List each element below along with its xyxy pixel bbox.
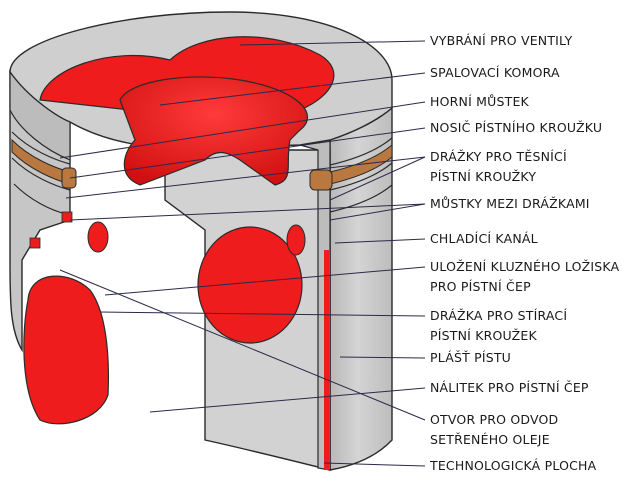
label-line: DRÁŽKA PRO STÍRACÍ bbox=[430, 308, 567, 323]
label-line: NOSIČ PÍSTNÍHO KROUŽKU bbox=[430, 120, 602, 135]
leader-nalitek bbox=[149, 387, 426, 413]
label-mustky: MŮSTKY MEZI DRÁŽKAMI bbox=[430, 196, 590, 211]
label-line: OTVOR PRO ODVOD bbox=[430, 412, 558, 427]
label-horni-mustek: HORNÍ MŮSTEK bbox=[430, 94, 530, 109]
oil-hole-left-2 bbox=[29, 237, 41, 249]
label-line: PÍSTNÍ KROUŽEK bbox=[430, 328, 538, 343]
cooling-channel-left bbox=[87, 221, 109, 253]
label-chladici: CHLADÍCÍ KANÁL bbox=[430, 231, 538, 246]
leader-mustky bbox=[329, 203, 426, 221]
ring-groove-right-2 bbox=[329, 162, 393, 191]
label-ulozeni: ULOŽENÍ KLUZNÉHO LOŽISKA PRO PÍSTNÍ ČEP bbox=[430, 259, 620, 294]
label-line: SPALOVACÍ KOMORA bbox=[430, 65, 560, 80]
oil-hole-left bbox=[61, 211, 73, 223]
leader-plast bbox=[339, 356, 426, 359]
label-spalovaci: SPALOVACÍ KOMORA bbox=[430, 65, 560, 80]
leader-horni-mustek bbox=[59, 101, 426, 159]
label-line: SETŘENÉHO OLEJE bbox=[430, 432, 550, 447]
leader-drazky-tesnici bbox=[65, 156, 426, 199]
label-otvor: OTVOR PRO ODVOD SETŘENÉHO OLEJE bbox=[430, 412, 558, 447]
leader-mustky bbox=[69, 203, 426, 221]
leader-drazky-tesnici bbox=[329, 156, 426, 201]
label-line: DRÁŽKY PRO TĚSNÍCÍ bbox=[430, 149, 567, 164]
ring-carrier-cut-left bbox=[61, 167, 77, 189]
leader-vybrani bbox=[239, 40, 426, 46]
label-technologicka: TECHNOLOGICKÁ PLOCHA bbox=[429, 458, 597, 473]
label-nalitek: NÁLITEK PRO PÍSTNÍ ČEP bbox=[430, 380, 589, 395]
leader-nosic bbox=[69, 127, 426, 179]
technological-surface bbox=[324, 250, 329, 470]
label-line: PLÁŠŤ PÍSTU bbox=[430, 350, 511, 365]
label-line: PRO PÍSTNÍ ČEP bbox=[430, 279, 531, 294]
leader-chladici bbox=[334, 238, 426, 244]
labels: VYBRÁNÍ PRO VENTILY SPALOVACÍ KOMORA HORNÍ… bbox=[429, 33, 620, 473]
leader-otvor bbox=[59, 269, 426, 421]
leader-lines bbox=[59, 40, 426, 467]
leader-ulozeni bbox=[104, 266, 426, 296]
ring-groove-2 bbox=[11, 157, 71, 191]
label-vybrani: VYBRÁNÍ PRO VENTILY bbox=[430, 33, 573, 48]
pin-bore-left bbox=[23, 275, 109, 425]
label-nosic: NOSIČ PÍSTNÍHO KROUŽKU bbox=[430, 120, 602, 135]
label-line: HORNÍ MŮSTEK bbox=[430, 94, 530, 109]
label-line: ULOŽENÍ KLUZNÉHO LOŽISKA bbox=[430, 259, 620, 274]
label-drazky-tesnici: DRÁŽKY PRO TĚSNÍCÍ PÍSTNÍ KROUŽKY bbox=[430, 149, 567, 184]
label-plast: PLÁŠŤ PÍSTU bbox=[430, 350, 511, 365]
label-line: PÍSTNÍ KROUŽKY bbox=[430, 169, 536, 184]
cooling-channel-right bbox=[286, 224, 306, 256]
label-line: VYBRÁNÍ PRO VENTILY bbox=[430, 33, 573, 48]
ring-groove-1 bbox=[11, 131, 71, 165]
label-line: TECHNOLOGICKÁ PLOCHA bbox=[429, 458, 597, 473]
ring-carrier-cut-right bbox=[309, 169, 333, 191]
ring-groove-right-1 bbox=[329, 137, 393, 166]
label-line: NÁLITEK PRO PÍSTNÍ ČEP bbox=[430, 380, 589, 395]
leader-spalovaci bbox=[159, 72, 426, 106]
crown-side-band bbox=[9, 70, 71, 161]
label-line: CHLADÍCÍ KANÁL bbox=[430, 231, 538, 246]
leader-drazka-stiraci bbox=[99, 311, 426, 317]
label-drazka-stiraci: DRÁŽKA PRO STÍRACÍ PÍSTNÍ KROUŽEK bbox=[430, 308, 567, 343]
label-line: MŮSTKY MEZI DRÁŽKAMI bbox=[430, 196, 590, 211]
leader-technologicka bbox=[323, 462, 426, 467]
ring-groove-right-3 bbox=[329, 184, 393, 213]
